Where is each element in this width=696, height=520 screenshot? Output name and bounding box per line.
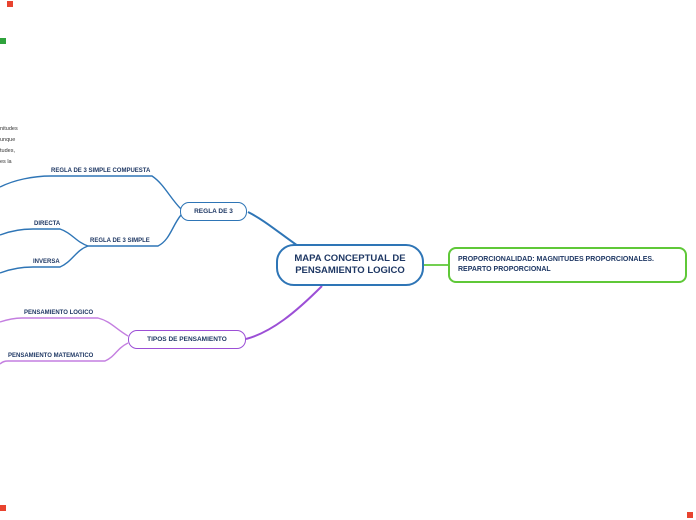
branch-regla-to-compuesta [0,175,182,210]
canvas-marker-top-left-red [7,1,13,7]
branch-simple-to-inversa [0,245,89,274]
tipos-de-pensamiento-label: TIPOS DE PENSAMIENTO [147,335,227,343]
node-regla-de-3[interactable]: REGLA DE 3 [180,202,247,221]
clipped-note-line: tudes, [0,148,15,154]
label-directa[interactable]: DIRECTA [34,221,61,227]
central-topic-line1: MAPA CONCEPTUAL DE [294,253,406,264]
label-regla-de-3-simple[interactable]: REGLA DE 3 SIMPLE [90,238,150,244]
clipped-note-line: unque [0,137,16,143]
label-regla-de-3-simple-compuesta[interactable]: REGLA DE 3 SIMPLE COMPUESTA [51,168,151,174]
node-central-topic[interactable]: MAPA CONCEPTUAL DE PENSAMIENTO LOGICO [276,244,424,286]
label-pensamiento-logico[interactable]: PENSAMIENTO LOGICO [24,310,94,316]
label-inversa[interactable]: INVERSA [33,259,60,265]
canvas-marker-bottom-right-red [687,512,693,518]
branch-regla-to-simple [88,214,182,247]
proporcionalidad-line2: REPARTO PROPORCIONAL [458,266,551,273]
label-pensamiento-matematico[interactable]: PENSAMIENTO MATEMATICO [8,353,94,359]
branch-center-to-regla [247,211,299,247]
central-topic-line2: PENSAMIENTO LOGICO [295,265,405,276]
canvas-marker-left-green [0,38,6,44]
canvas-marker-bottom-left-red [0,505,6,511]
clipped-note-line: nitudes [0,126,18,132]
branch-center-to-tipos [245,285,323,340]
branch-simple-to-directa [0,228,89,247]
node-proporcionalidad[interactable]: PROPORCIONALIDAD: MAGNITUDES PROPORCIONA… [448,247,687,283]
regla-de-3-label: REGLA DE 3 [194,207,233,215]
proporcionalidad-line1: PROPORCIONALIDAD: MAGNITUDES PROPORCIONA… [458,256,655,263]
branch-tipos-to-logico [0,317,129,337]
branch-tipos-to-matematico [0,342,129,365]
node-tipos-de-pensamiento[interactable]: TIPOS DE PENSAMIENTO [128,330,246,349]
clipped-note-line: es la [0,159,12,165]
clipped-note[interactable]: nitudes unque tudes, es la [0,124,36,168]
